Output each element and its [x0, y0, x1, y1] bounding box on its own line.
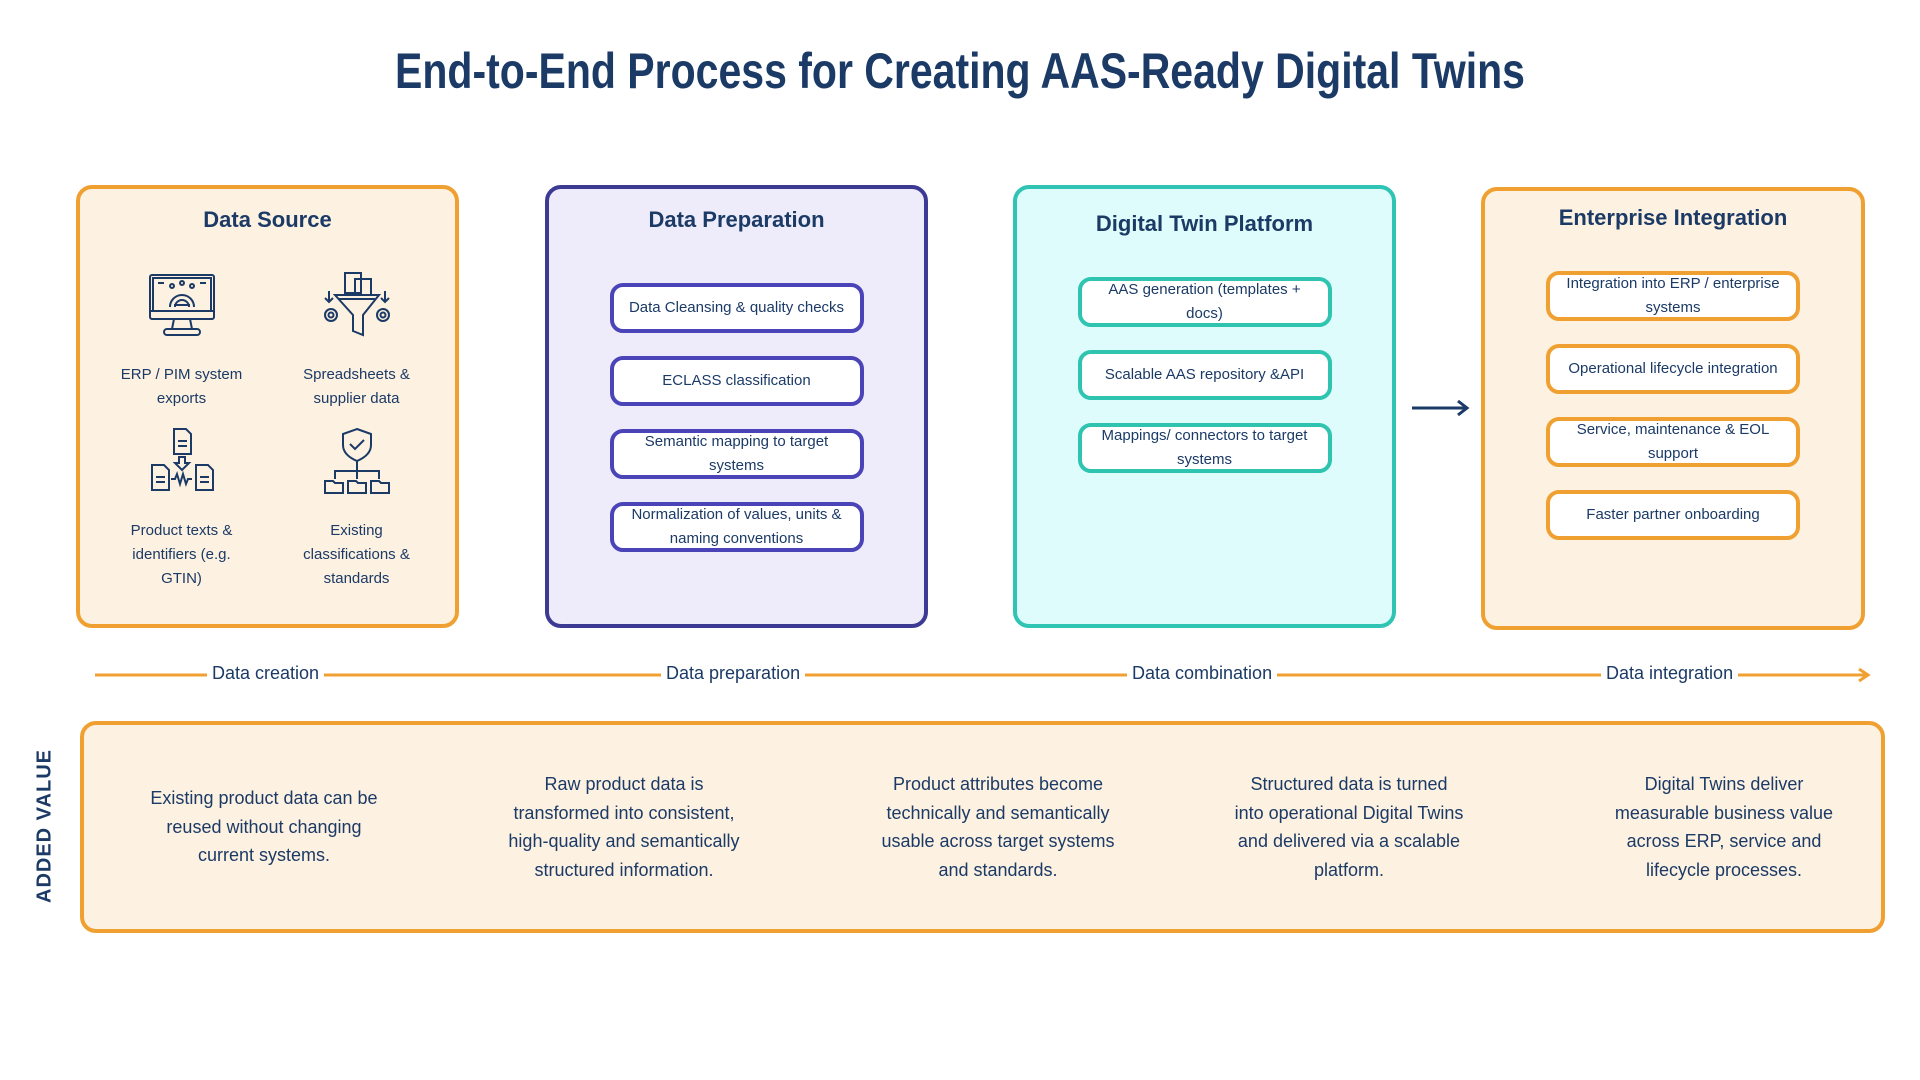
- prep-step: ECLASS classification: [609, 356, 864, 406]
- stage-title: Data Preparation: [648, 207, 825, 232]
- timeline-arrow-icon: [95, 667, 1871, 683]
- source-item-label: ERP / PIM system exports: [120, 366, 243, 407]
- stage-enterprise-integration: Enterprise Integration Integration into …: [1481, 187, 1865, 630]
- added-value-text: Digital Twins deliver measurable busines…: [1614, 774, 1834, 880]
- timeline-label: Data creation: [207, 663, 325, 684]
- source-item-product-texts: Product texts & identifiers (e.g. GTIN): [94, 427, 269, 591]
- added-value-text: Structured data is turned into operation…: [1234, 774, 1464, 880]
- timeline-label: Data combination: [1127, 663, 1278, 684]
- stage-title: Digital Twin Platform: [1095, 211, 1314, 236]
- stage-data-preparation: Data Preparation Data Cleansing & qualit…: [545, 185, 928, 628]
- added-value-label: ADDED VALUE: [33, 749, 56, 903]
- stage-title: Enterprise Integration: [1558, 205, 1788, 230]
- stage-digital-twin-platform: Digital Twin Platform AAS generation (te…: [1013, 185, 1396, 628]
- timeline-label: Data preparation: [661, 663, 806, 684]
- added-value-panel: Existing product data can be reused with…: [80, 721, 1885, 933]
- platform-step: Mappings/ connectors to target systems: [1077, 423, 1332, 473]
- source-item-erp: ERP / PIM system exports: [94, 271, 269, 411]
- prep-step: Normalization of values, units & naming …: [609, 502, 864, 552]
- integration-step: Integration into ERP / enterprise system…: [1546, 271, 1800, 321]
- integration-step: Faster partner onboarding: [1546, 490, 1800, 540]
- shield-hierarchy-icon: [323, 427, 390, 494]
- platform-step: AAS generation (templates + docs): [1077, 277, 1332, 327]
- integration-step: Service, maintenance & EOL support: [1546, 417, 1800, 467]
- process-timeline: Data creation Data preparation Data comb…: [95, 660, 1875, 690]
- source-item-label: Product texts & identifiers (e.g. GTIN): [130, 522, 233, 587]
- added-value-text: Existing product data can be reused with…: [150, 788, 378, 866]
- documents-merge-icon: [150, 428, 214, 491]
- arrow-right-icon: [1412, 399, 1470, 417]
- timeline-label: Data integration: [1601, 663, 1739, 684]
- stage-title: Data Source: [203, 207, 332, 232]
- added-value-text: Raw product data is transformed into con…: [508, 774, 740, 880]
- source-item-spreadsheets: Spreadsheets & supplier data: [269, 271, 444, 411]
- platform-step: Scalable AAS repository &API: [1077, 350, 1332, 400]
- prep-step: Data Cleansing & quality checks: [609, 283, 864, 333]
- source-item-classifications: Existing classifications & standards: [269, 427, 444, 591]
- added-value-text: Product attributes become technically an…: [881, 774, 1115, 880]
- page-title: End-to-End Process for Creating AAS-Read…: [395, 43, 1525, 99]
- source-item-label: Spreadsheets & supplier data: [303, 366, 410, 407]
- stage-data-source: Data Source ERP / PIM system exports: [76, 185, 459, 628]
- integration-step: Operational lifecycle integration: [1546, 344, 1800, 394]
- computer-gear-icon: [148, 274, 215, 336]
- prep-step: Semantic mapping to target systems: [609, 429, 864, 479]
- source-item-label: Existing classifications & standards: [303, 522, 410, 587]
- funnel-documents-icon: [323, 272, 390, 337]
